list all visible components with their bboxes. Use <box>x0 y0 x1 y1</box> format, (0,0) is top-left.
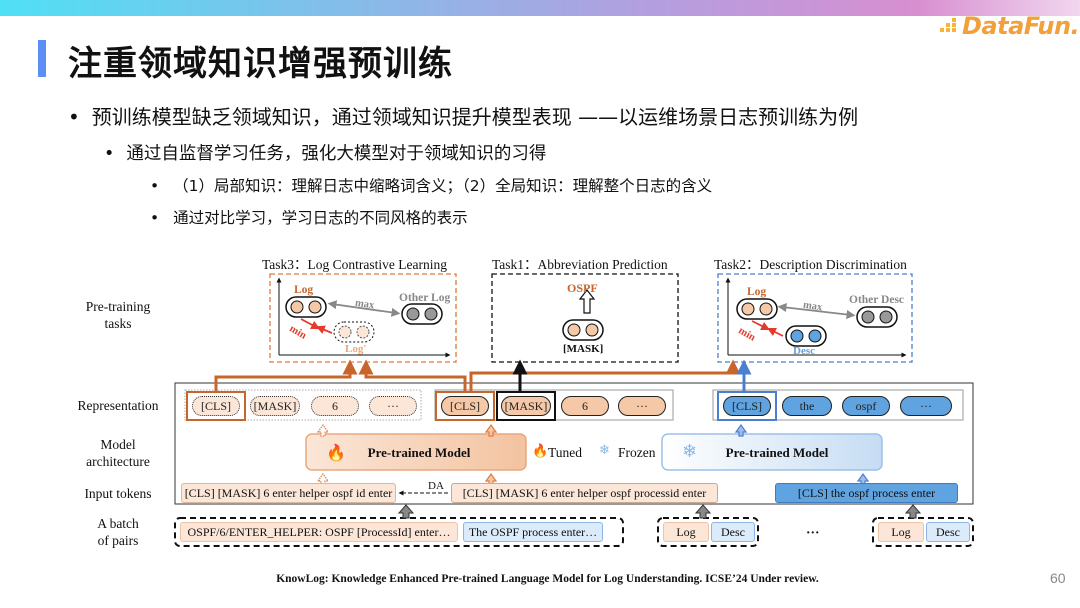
task2-title: Task2：Description Discrimination <box>714 257 907 272</box>
batch-log-item: OSPF/6/ENTER_HELPER: OSPF [ProcessId] en… <box>180 522 458 542</box>
row-label-line: of pairs <box>97 533 139 548</box>
tuned-model-label: Pre-trained Model <box>367 445 471 460</box>
rep-token-desc: the <box>782 396 832 416</box>
task1-box <box>491 273 679 363</box>
logo-dots-icon <box>940 15 960 37</box>
fire-icon: 🔥 <box>326 443 346 462</box>
rep-token-aug: [CLS] <box>192 396 240 416</box>
bullet-dot-icon: • <box>104 144 115 164</box>
batch-pair-desc: Desc <box>926 522 970 542</box>
model-frame <box>174 382 974 505</box>
task2-box <box>717 273 913 363</box>
row-label-line: architecture <box>86 454 150 469</box>
desc-input-box: [CLS] the ospf process enter <box>775 483 958 503</box>
da-label: DA <box>428 480 444 492</box>
aug-input-box: [CLS] [MASK] 6 enter helper ospf id ente… <box>181 483 396 503</box>
batch-pair-desc: Desc <box>711 522 755 542</box>
rep-token-aug: 6 <box>311 396 359 416</box>
task2-desc-label: Desc <box>793 345 815 357</box>
task3-aug-label: Log' <box>345 343 367 355</box>
row-label-model: Model architecture <box>68 436 168 470</box>
row-label-input: Input tokens <box>84 486 152 501</box>
rep-token-desc: ospf <box>842 396 890 416</box>
task3-box <box>269 273 457 363</box>
task2-other-label: Other Desc <box>849 294 905 306</box>
batch-desc-item: The OSPF process enter… <box>463 522 603 542</box>
rep-token-log: [MASK] <box>501 396 551 416</box>
top-gradient-bar <box>0 0 1080 16</box>
tuned-model-box <box>305 433 527 471</box>
bullet-level-2: • 通过自监督学习任务，强化大模型对于领域知识的习得 <box>104 140 546 165</box>
rep-token-log: [CLS] <box>441 396 489 416</box>
bullet-text: 通过自监督学习任务，强化大模型对于领域知识的习得 <box>126 144 547 164</box>
page-number: 60 <box>1050 570 1066 586</box>
task3-max-label: max <box>354 297 375 312</box>
rep-token-log: 6 <box>561 396 609 416</box>
task3-title: Task3：Log Contrastive Learning <box>262 257 448 272</box>
bullet-text: （1）局部知识：理解日志中缩略词含义；（2）全局知识：理解整个日志的含义 <box>173 177 713 195</box>
rep-token-log: ··· <box>618 396 666 416</box>
batch-pair-log: Log <box>663 522 709 542</box>
log-input-box: [CLS] [MASK] 6 enter helper ospf process… <box>451 483 718 503</box>
logo-text: DataFun. <box>962 12 1080 40</box>
row-label-batch: A batch of pairs <box>68 515 168 549</box>
page-title: 注重领域知识增强预训练 <box>68 44 453 84</box>
row-label-line: Model <box>100 437 136 452</box>
frozen-model-label: Pre-trained Model <box>725 445 829 460</box>
bullet-text: 通过对比学习，学习日志的不同风格的表示 <box>173 209 468 227</box>
batch-ellipsis: ··· <box>806 525 820 540</box>
row-label-line: Pre-training <box>85 299 151 314</box>
row-label-pretraining: Pre-training tasks <box>68 298 168 332</box>
bullet-text: 预训练模型缺乏领域知识，通过领域知识提升模型表现 ——以运维场景日志预训练为例 <box>91 105 859 129</box>
rep-token-desc: ··· <box>900 396 952 416</box>
task1-mask-label: [MASK] <box>563 343 604 355</box>
rep-token-aug: [MASK] <box>250 396 300 416</box>
task2-log-label: Log <box>747 286 767 298</box>
row-label-line: tasks <box>104 316 132 331</box>
task2-max-label: max <box>802 299 823 314</box>
task1-output-label: OSPF <box>567 281 598 295</box>
frozen-model-box <box>661 433 883 471</box>
batch-pair-log: Log <box>878 522 924 542</box>
legend-fire-icon: 🔥 <box>532 444 549 459</box>
bullet-level-3: • （1）局部知识：理解日志中缩略词含义；（2）全局知识：理解整个日志的含义 <box>150 174 712 196</box>
title-accent-bar <box>38 40 46 77</box>
bullet-dot-icon: • <box>68 105 80 129</box>
bullet-level-1: • 预训练模型缺乏领域知识，通过领域知识提升模型表现 ——以运维场景日志预训练为例 <box>68 101 858 130</box>
datafun-logo: DataFun. <box>940 8 1080 44</box>
row-label-line: A batch <box>97 516 139 531</box>
legend-frozen: Frozen <box>618 445 656 460</box>
task3-log-label: Log <box>294 284 314 296</box>
row-label-representation: Representation <box>77 398 159 413</box>
legend-tuned: Tuned <box>548 445 583 460</box>
rep-token-aug: ··· <box>369 396 417 416</box>
bullet-dot-icon: • <box>150 209 160 227</box>
bullet-level-3: • 通过对比学习，学习日志的不同风格的表示 <box>150 206 468 228</box>
citation: KnowLog: Knowledge Enhanced Pre-trained … <box>276 573 819 585</box>
task3-other-label: Other Log <box>399 292 451 304</box>
task1-title: Task1：Abbreviation Prediction <box>492 257 668 272</box>
bullet-dot-icon: • <box>150 177 160 195</box>
legend-snowflake-icon: ❄ <box>599 443 610 458</box>
snowflake-icon: ❄ <box>682 441 698 462</box>
rep-token-desc: [CLS] <box>723 396 771 416</box>
